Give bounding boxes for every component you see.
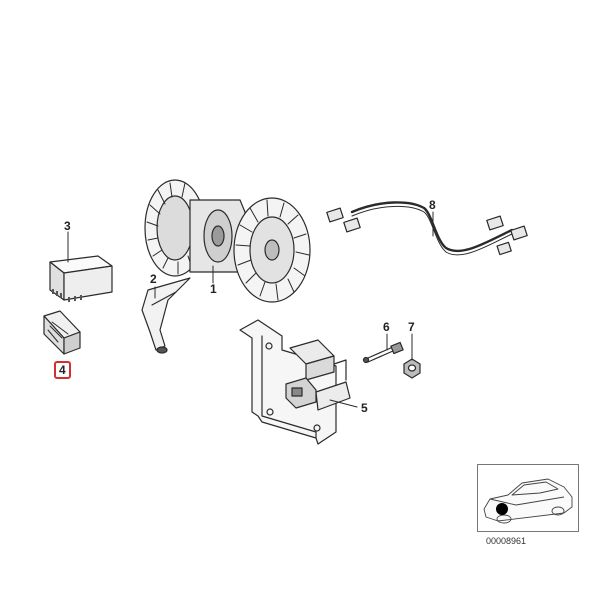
callout-2: 2 [150,272,157,286]
hex-nut-part [403,358,421,379]
sensor-pin-part [362,341,404,364]
blower-motor-part [144,179,311,303]
leader-lines [67,211,434,408]
callout-3: 3 [64,219,71,233]
final-stage-resistor-part [239,319,351,445]
callout-5: 5 [361,401,368,415]
callout-7: 7 [408,320,415,334]
connector-plug-part [43,310,81,355]
callout-8: 8 [429,198,436,212]
control-module-part [49,255,113,302]
vehicle-location-thumbnail [477,464,579,532]
mounting-bracket-part [141,277,191,354]
location-marker [496,503,508,515]
wiring-harness-part [326,201,528,256]
diagram-reference-code: 00008961 [486,536,527,546]
callout-6: 6 [383,320,390,334]
callout-4-highlighted[interactable]: 4 [54,361,71,379]
car-outline-icon [483,478,573,524]
callout-1: 1 [210,282,217,296]
